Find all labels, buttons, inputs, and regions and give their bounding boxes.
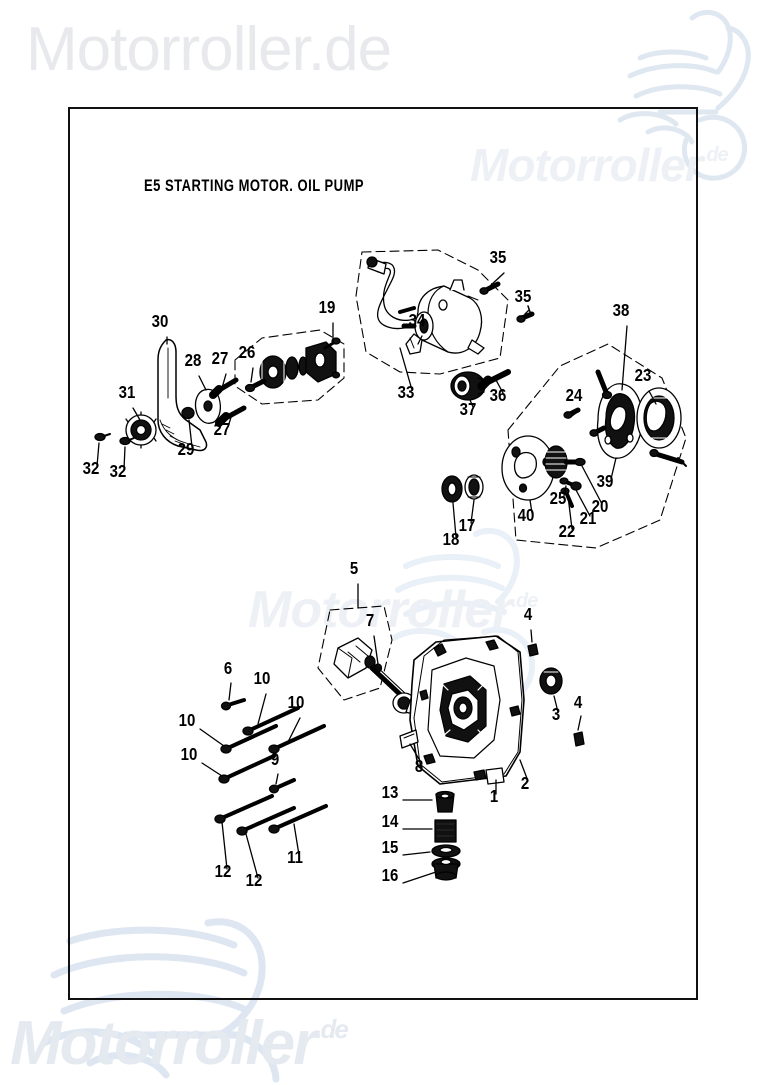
diagram-frame (68, 107, 698, 1000)
mid-right-watermark-text: Motorroller.de (470, 139, 729, 191)
header-watermark-text: Motorroller.de (26, 15, 392, 84)
footer-watermark-text: Motorroller.de (10, 1009, 349, 1078)
diagram-title: E5 STARTING MOTOR. OIL PUMP (144, 176, 365, 195)
